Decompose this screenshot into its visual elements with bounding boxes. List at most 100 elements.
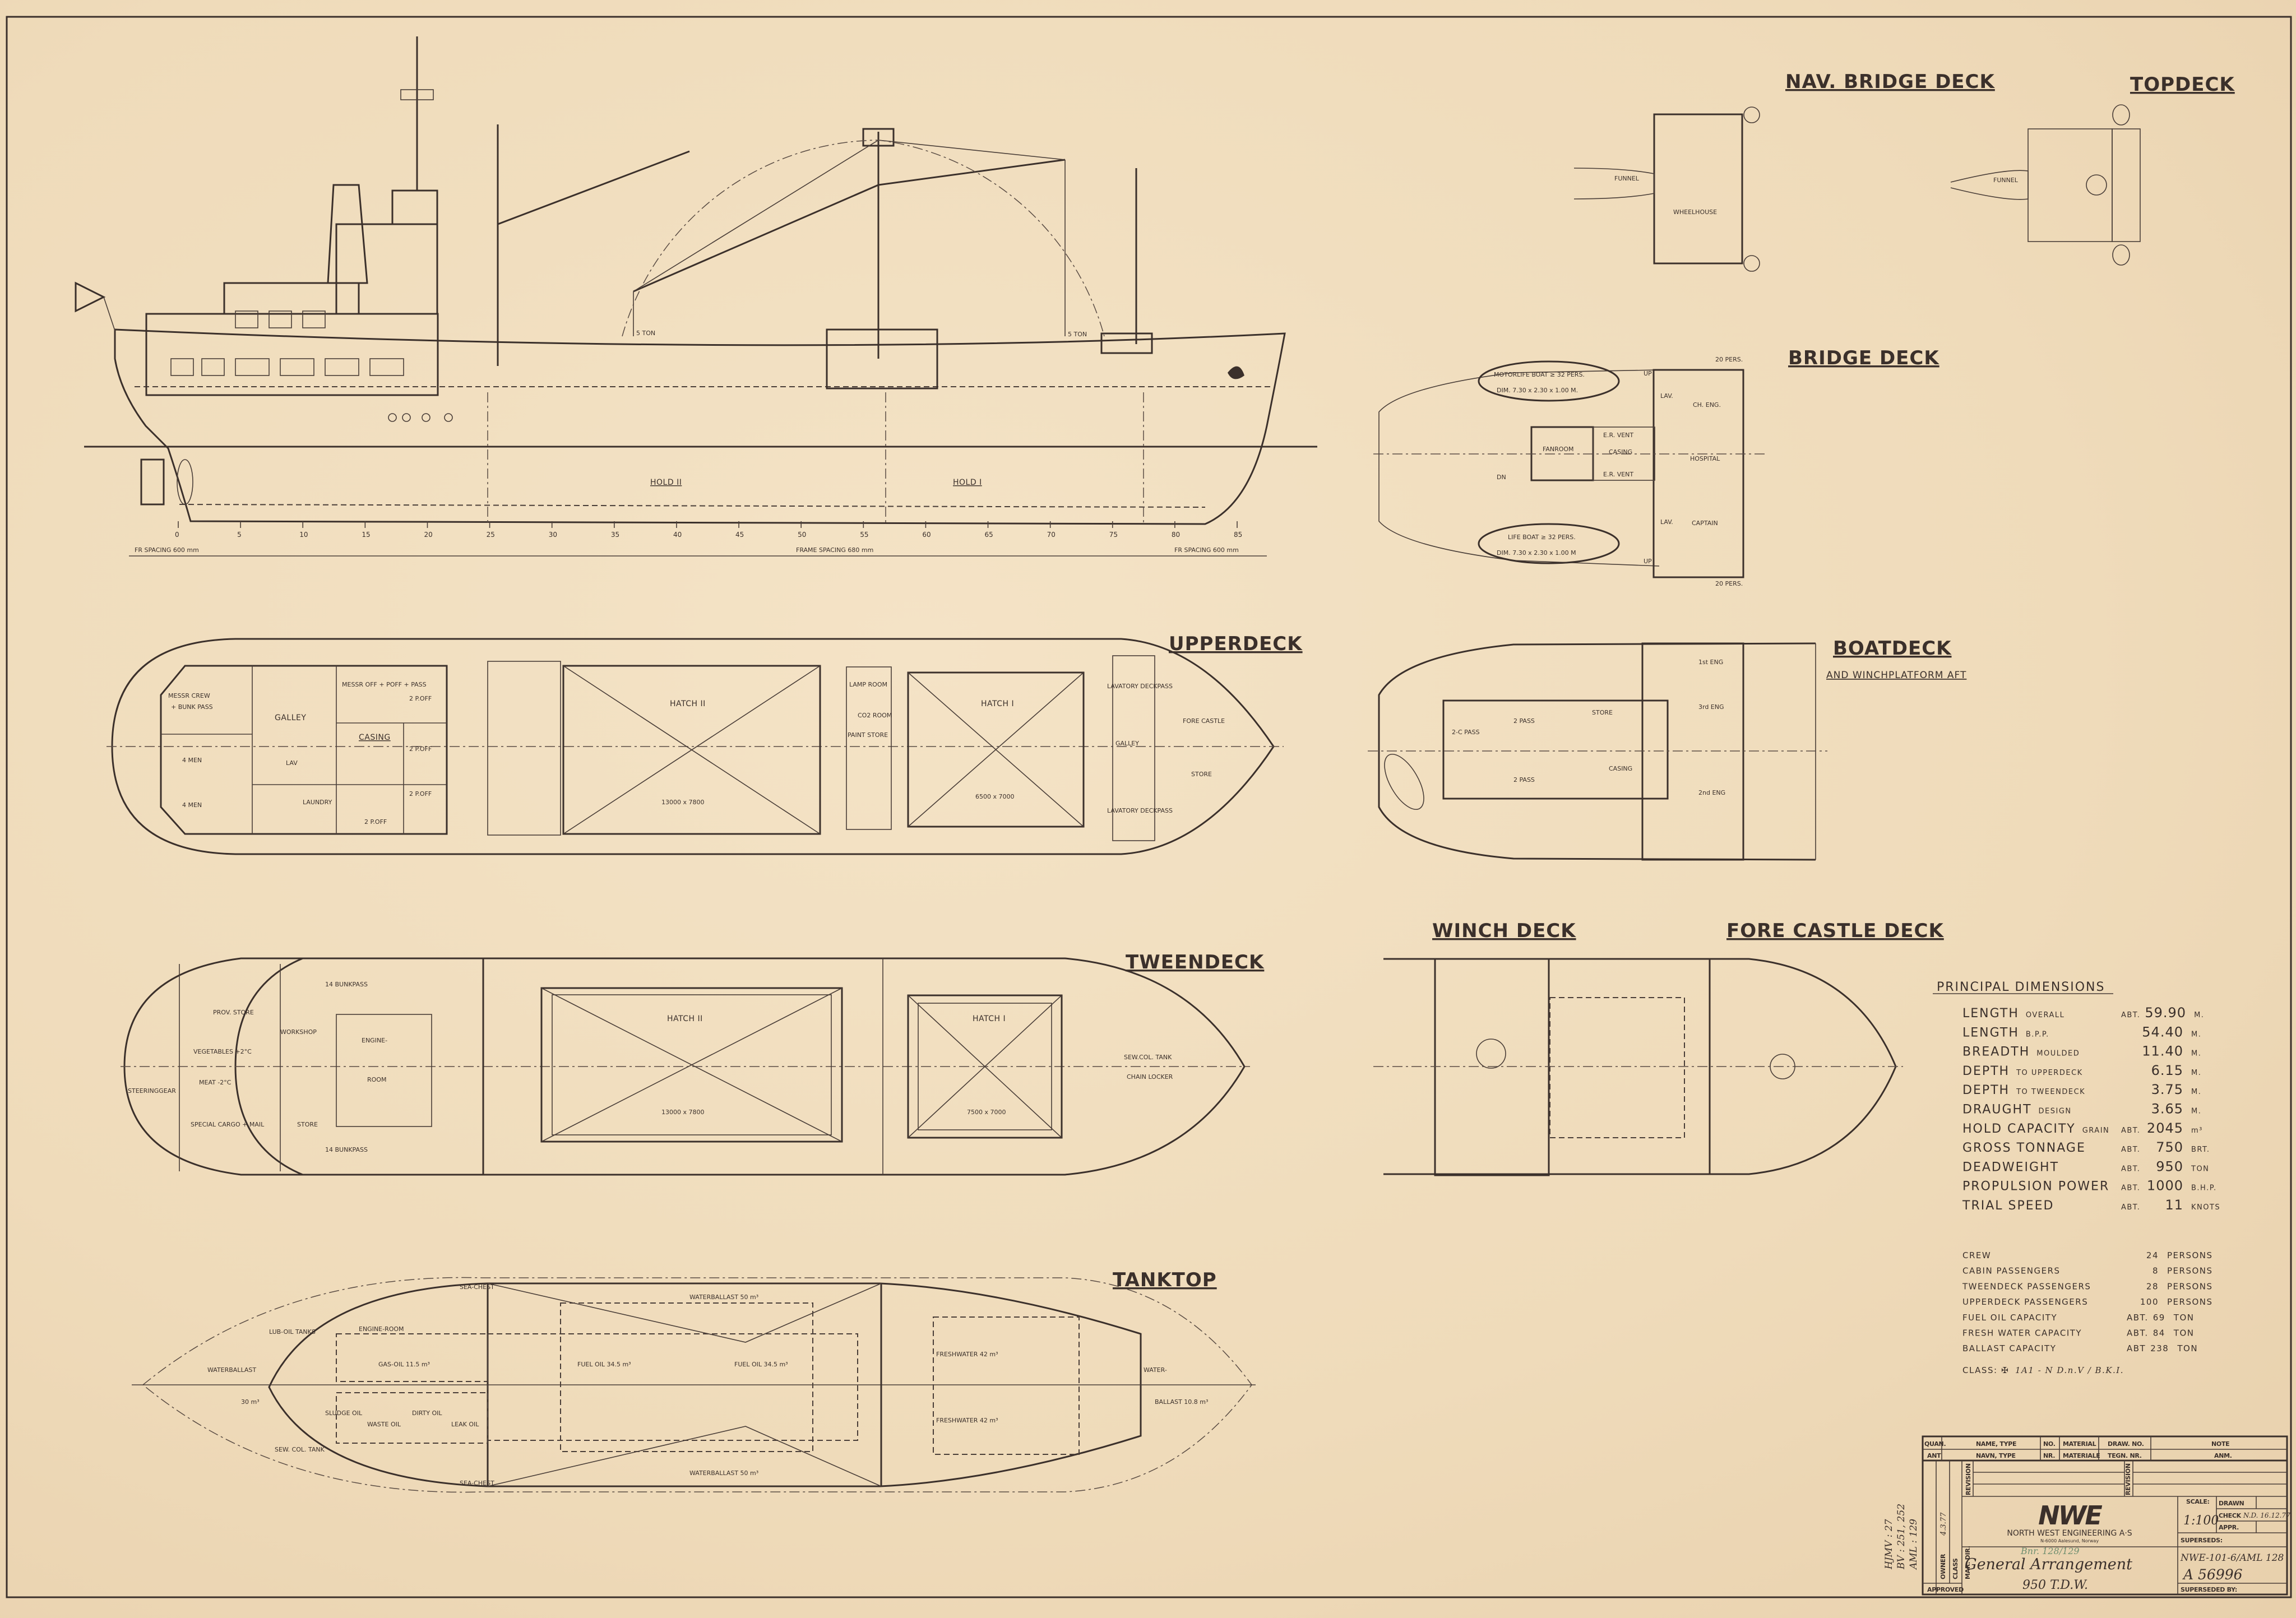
accommodation-block bbox=[160, 665, 448, 835]
room-casing: CASING bbox=[1609, 448, 1632, 456]
rudder bbox=[140, 458, 165, 506]
heading-topdeck: TOPDECK bbox=[2130, 73, 2235, 96]
dimension-qualifier: MOULDED bbox=[2036, 1050, 2080, 1058]
room-2c-pass: 2-C PASS bbox=[1452, 729, 1480, 736]
frame-number: 50 bbox=[798, 531, 806, 539]
engine-room-label: ENGINE-ROOM bbox=[359, 1325, 404, 1333]
capacity-unit: PERSONS bbox=[2167, 1297, 2213, 1307]
frame-number: 65 bbox=[985, 531, 993, 539]
principal-dimensions-title: PRINCIPAL DIMENSIONS bbox=[1937, 980, 2105, 994]
liferaft: 20 PERS. bbox=[1715, 580, 1743, 587]
dimension-qualifier: TO TWEENDECK bbox=[2016, 1088, 2085, 1096]
frame-number: 40 bbox=[673, 531, 682, 539]
frame-number: 0 bbox=[175, 531, 179, 539]
anchor bbox=[1228, 366, 1244, 379]
capacity-label: FRESH WATER CAPACITY bbox=[1962, 1328, 2082, 1338]
room-2nd-eng: 2nd ENG bbox=[1698, 789, 1725, 796]
engine-room-outline bbox=[336, 1014, 432, 1127]
derrick bbox=[633, 184, 879, 293]
bridge-deck-plan: MOTORLIFE BOAT ≥ 32 PERS. DIM. 7.30 x 2.… bbox=[1373, 347, 1939, 587]
room-laundry: LAUNDRY bbox=[303, 799, 332, 806]
dimension-label: TRIAL SPEED bbox=[1962, 1199, 2054, 1213]
room-fore-castle: FORE CASTLE bbox=[1183, 717, 1225, 725]
dimension-label: GROSS TONNAGE bbox=[1962, 1141, 2086, 1155]
nav-bridge-deck-plan: WHEELHOUSE FUNNEL NAV. BRIDGE DECK bbox=[1573, 71, 1994, 272]
stair-down: DN bbox=[1497, 474, 1506, 481]
room-lamp-room: LAMP ROOM bbox=[849, 681, 887, 688]
tank-waterballast: WATERBALLAST 50 m³ bbox=[689, 1469, 758, 1477]
dimension-label: BREADTH bbox=[1962, 1045, 2030, 1059]
dimension-abt: ABT. bbox=[2121, 1165, 2140, 1173]
room-galley: GALLEY bbox=[275, 713, 306, 722]
owner-label: OWNER bbox=[1939, 1554, 1947, 1579]
room-2p-off: 2 P.OFF bbox=[409, 790, 432, 798]
dimension-qualifier: B.P.P. bbox=[2026, 1030, 2049, 1039]
dimension-value: 1000 bbox=[2147, 1178, 2183, 1194]
er-vent: E.R. VENT bbox=[1603, 432, 1633, 439]
topdeck-plan: FUNNEL TOPDECK bbox=[1950, 73, 2235, 266]
hatch-1-label: HATCH I bbox=[973, 1014, 1006, 1023]
heading-tanktop: TANKTOP bbox=[1113, 1269, 1217, 1291]
tank-lub-oil: LUB-OIL TANKS bbox=[269, 1328, 316, 1336]
room-wheelhouse: WHEELHOUSE bbox=[1673, 208, 1717, 216]
drawing-reference: NWE-101-6/AML 128 bbox=[2180, 1552, 2284, 1564]
header-tegn-nr: TEGN. NR. bbox=[2108, 1452, 2142, 1459]
room-bunk-pass: + BUNK PASS bbox=[171, 703, 213, 711]
accommodation-block bbox=[1442, 699, 1669, 800]
room-2-pass: 2 PASS bbox=[1513, 717, 1535, 725]
dimension-unit: m³ bbox=[2191, 1126, 2203, 1135]
dimension-label: DEPTH bbox=[1962, 1064, 2010, 1078]
room-4-men: 4 MEN bbox=[182, 801, 202, 809]
lifeboat-dimensions: DIM. 7.30 x 2.30 x 1.00 M bbox=[1497, 549, 1576, 557]
tanktop-plan: WATERBALLAST 50 m³ WATERBALLAST 50 m³ WA… bbox=[132, 1269, 1256, 1493]
frame-spacing-midship: FRAME SPACING 680 mm bbox=[796, 546, 873, 554]
tank-waterballast-aft: WATERBALLAST bbox=[207, 1366, 256, 1374]
header-draw-no: DRAW. NO. bbox=[2108, 1440, 2144, 1448]
room-store: STORE bbox=[1592, 709, 1613, 716]
funnel-label: FUNNEL bbox=[1614, 175, 1640, 182]
capacity-value: 28 bbox=[2146, 1281, 2159, 1291]
room-lav: LAV. bbox=[1660, 518, 1673, 526]
portholes bbox=[170, 310, 453, 422]
dimension-qualifier: GRAIN bbox=[2082, 1126, 2110, 1135]
tank-waterballast: WATERBALLAST 50 m³ bbox=[689, 1294, 758, 1301]
hatch-1 bbox=[907, 994, 1063, 1139]
room-2-pass: 2 PASS bbox=[1513, 776, 1535, 783]
liferaft: 20 PERS. bbox=[1715, 356, 1743, 363]
room-2p-off: 2 P.OFF bbox=[409, 745, 432, 753]
room-meat: MEAT -2°C bbox=[199, 1079, 232, 1086]
frame-spacing-fwd: FR SPACING 600 mm bbox=[1174, 546, 1239, 554]
funnel-label: FUNNEL bbox=[1993, 177, 2019, 184]
dimension-unit: M. bbox=[2191, 1069, 2201, 1077]
room-galley-fwd: GALLEY bbox=[1115, 740, 1139, 747]
header-material: MATERIAL bbox=[2063, 1440, 2096, 1448]
funnel bbox=[327, 184, 368, 284]
frame-spacing-aft: FR SPACING 600 mm bbox=[135, 546, 199, 554]
hatch-1 bbox=[907, 671, 1085, 828]
room-14-bunkpass: 14 BUNKPASS bbox=[325, 981, 368, 988]
dimension-unit: BRT. bbox=[2191, 1146, 2210, 1154]
hatch-2 bbox=[562, 665, 821, 835]
tank-freshwater: FRESHWATER 42 m³ bbox=[936, 1417, 998, 1424]
room-lav: LAV bbox=[286, 759, 298, 767]
tank-ballast-fwd: BALLAST 10.8 m³ bbox=[1155, 1398, 1208, 1406]
deck-outline bbox=[1378, 642, 1816, 861]
tank-waste-oil: WASTE OIL bbox=[367, 1421, 401, 1428]
class-value: 1A1 - N D.n.V / B.K.I. bbox=[2015, 1365, 2124, 1375]
motor-lifeboat bbox=[1478, 360, 1620, 402]
tank-gas-oil: GAS-OIL 11.5 m³ bbox=[378, 1361, 430, 1368]
check-label: CHECK bbox=[2219, 1512, 2242, 1519]
room-casing: CASING bbox=[359, 733, 391, 742]
drawing-number: A 56996 bbox=[2182, 1566, 2243, 1583]
build-number: Bnr. 128/129 bbox=[2020, 1546, 2080, 1556]
winch-forecastle-deck-plan: WINCH DECK FORE CASTLE DECK bbox=[1373, 920, 1943, 1176]
capacity-label: TWEENDECK PASSENGERS bbox=[1962, 1281, 2091, 1291]
hatch-2-label: HATCH II bbox=[667, 1014, 703, 1023]
dimension-qualifier: OVERALL bbox=[2026, 1011, 2065, 1019]
frame-number: 15 bbox=[362, 531, 370, 539]
tank-fuel-oil: FUEL OIL 34.5 m³ bbox=[577, 1361, 631, 1368]
ensign-flag bbox=[75, 281, 106, 313]
header-quan: QUAN. bbox=[1924, 1440, 1946, 1448]
dimension-abt: ABT. bbox=[2121, 1184, 2140, 1193]
